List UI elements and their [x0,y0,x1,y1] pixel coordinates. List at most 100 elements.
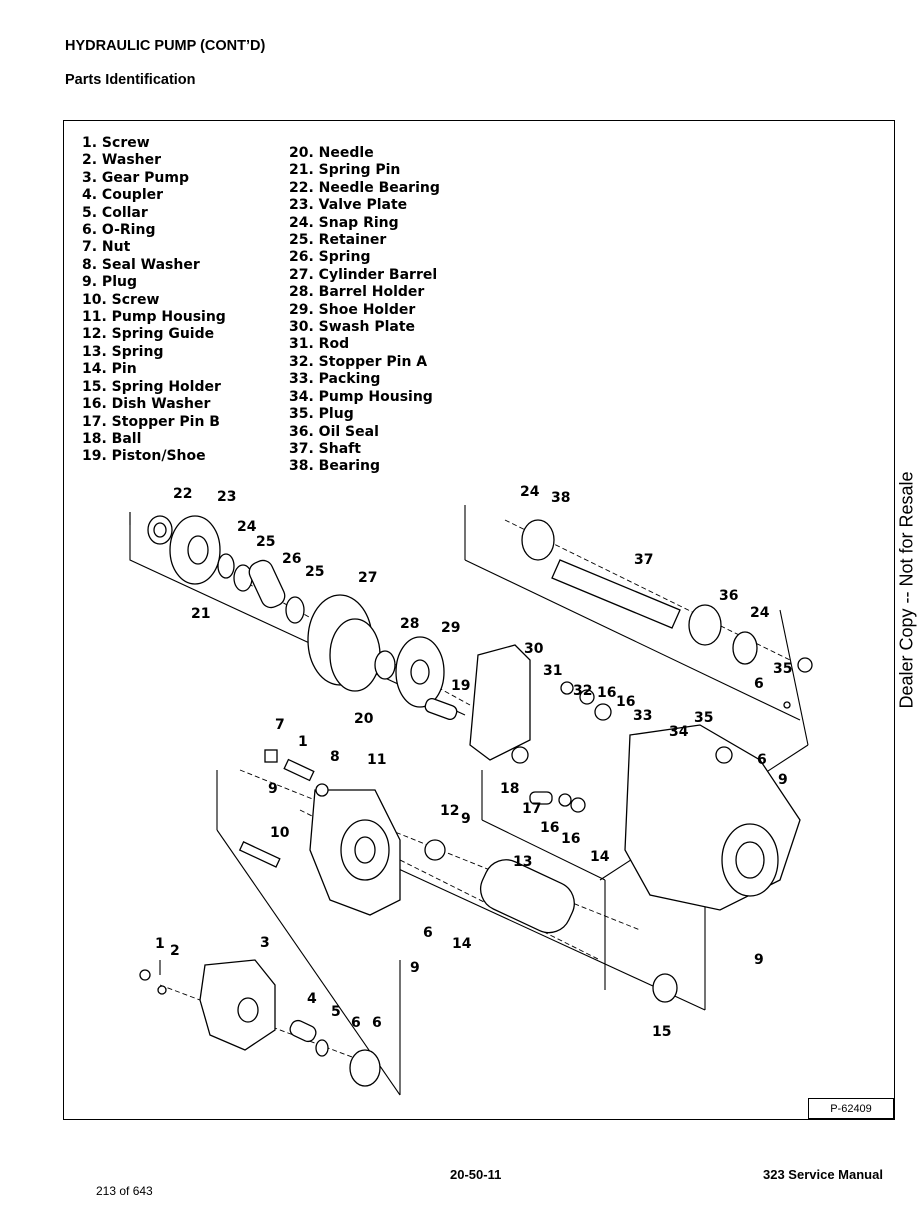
callout-number: 12 [440,803,459,819]
parts-list-item: 20. Needle [289,145,374,161]
callout-number: 7 [275,717,285,733]
callout-number: 34 [669,724,689,740]
callout-number: 21 [191,606,210,622]
callout-number: 24 [237,519,257,535]
callout-number: 24 [520,484,540,500]
parts-list-item: 33. Packing [289,371,381,388]
callout-number: 24 [750,605,770,621]
callout-number: 28 [400,616,419,632]
callout-number: 31 [543,663,562,679]
callout-number: 16 [561,831,580,847]
footer-section-number: 20-50-11 [450,1167,502,1182]
section-subtitle: Parts Identification [65,72,196,88]
parts-list-item: 32. Stopper Pin A [289,353,428,370]
callout-number: 9 [268,781,278,797]
parts-list-item: 10. Screw [82,291,160,308]
callout-number: 16 [540,820,559,836]
callout-number: 11 [367,752,386,768]
parts-list-item: 25. Retainer [289,232,387,249]
parts-list-item: 24. Snap Ring [289,214,399,231]
parts-list-item: 31. Rod [289,336,350,353]
parts-list-item: 34. Pump Housing [289,388,433,405]
footer-manual-title: 323 Service Manual [763,1167,883,1182]
callout-number: 4 [307,991,317,1007]
parts-list-item: 35. Plug [289,406,354,423]
parts-list-item: 3. Gear Pump [82,169,189,186]
callout-number: 6 [351,1015,361,1031]
parts-list-item: 13. Spring [82,343,164,360]
parts-list-item: 6. O-Ring [82,222,156,239]
watermark-text: Dealer Copy -- Not for Resale [896,471,917,709]
parts-list-item: 21. Spring Pin [289,162,401,179]
parts-list-item: 28. Barrel Holder [289,284,425,301]
callout-number: 25 [256,534,275,550]
callout-number: 20 [354,711,374,727]
parts-list-item: 14. Pin [82,361,137,378]
callout-number: 23 [217,489,236,505]
callout-number: 2 [170,943,180,959]
parts-list-item: 27. Cylinder Barrel [289,266,438,283]
callout-number: 37 [634,552,653,568]
callout-number: 32 [573,683,592,699]
callout-number: 16 [616,694,635,710]
parts-list-item: 18. Ball [82,430,142,447]
page-title: HYDRAULIC PUMP (CONT’D) [65,38,266,54]
parts-list-item: 29. Shoe Holder [289,301,416,318]
callout-number: 25 [305,564,324,580]
callout-number: 35 [773,661,792,677]
page-count: 213 of 643 [96,1184,153,1198]
callout-number: 15 [652,1024,671,1040]
parts-list-item: 15. Spring Holder [82,378,221,395]
callout-number: 19 [451,678,470,694]
callout-number: 6 [754,676,764,692]
callout-number: 9 [778,772,788,788]
callout-number: 26 [282,551,301,567]
parts-list-item: 36. Oil Seal [289,423,379,440]
parts-list-item: 12. Spring Guide [82,326,215,343]
parts-list-item: 16. Dish Washer [82,396,211,413]
parts-list-item: 11. Pump Housing [82,309,226,326]
callout-number: 6 [757,752,767,768]
callout-number: 30 [524,641,544,657]
callout-number: 9 [754,952,764,968]
callout-number: 22 [173,486,192,502]
callout-number: 1 [155,936,165,952]
callout-number: 16 [597,685,616,701]
callout-number: 3 [260,935,270,951]
parts-list-item: 1. Screw [82,135,150,151]
callout-number: 36 [719,588,738,604]
callout-number: 17 [522,801,541,817]
parts-list-item: 22. Needle Bearing [289,179,440,196]
callout-number: 6 [423,925,433,941]
callout-number: 14 [452,936,472,952]
parts-list-item: 5. Collar [82,204,148,221]
callout-number: 1 [298,734,308,750]
callout-number: 8 [330,749,340,765]
parts-list-item: 8. Seal Washer [82,256,200,273]
callout-number: 14 [590,849,610,865]
parts-list-item: 4. Coupler [82,187,164,204]
callout-number: 35 [694,710,713,726]
parts-list-item: 30. Swash Plate [289,319,416,336]
parts-list-item: 2. Washer [82,152,162,169]
parts-list-item: 9. Plug [82,274,137,291]
callout-number: 10 [270,825,290,841]
parts-list-item: 26. Spring [289,249,371,266]
callout-number: 33 [633,708,652,724]
parts-list-item: 37. Shaft [289,440,361,457]
callout-number: 9 [410,960,420,976]
parts-list-item: 23. Valve Plate [289,197,408,214]
callout-number: 6 [372,1015,382,1031]
parts-list-item: 19. Piston/Shoe [82,448,206,465]
callout-number: 9 [461,811,471,827]
callout-number: 27 [358,570,377,586]
callout-number: 18 [500,781,519,797]
callout-number: 29 [441,620,460,636]
figure-frame [63,120,895,1120]
parts-list-item: 17. Stopper Pin B [82,413,220,430]
callout-number: 5 [331,1004,341,1020]
parts-list-item: 38. Bearing [289,458,380,475]
figure-id: P-62409 [808,1098,894,1119]
